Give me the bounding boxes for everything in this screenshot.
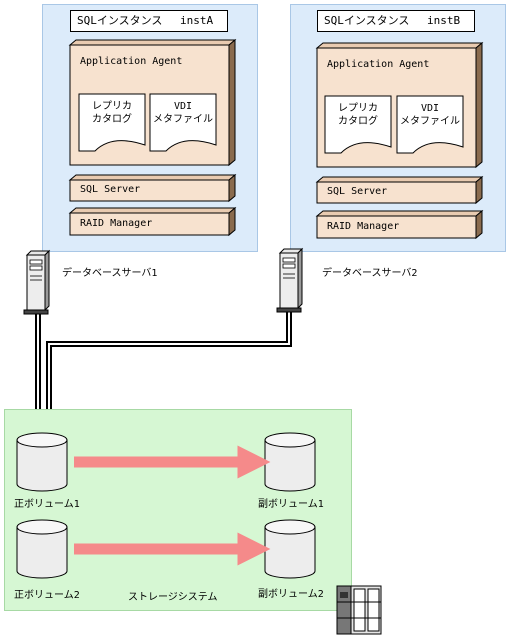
raid-manager-box-2 <box>315 209 484 240</box>
replica-catalog-doc-1 <box>78 93 146 152</box>
sql-server-label-1: SQL Server <box>80 184 141 195</box>
replica-catalog-label-1: レプリカ カタログ <box>79 100 145 126</box>
vdi-metafile-line-1: VDI <box>420 103 440 114</box>
raid-manager-label-2: RAID Manager <box>327 221 400 232</box>
sql-server-box-1 <box>68 173 237 203</box>
replica-catalog-label-2: レプリカ カタログ <box>325 102 391 128</box>
vdi-metafile-doc-1 <box>149 93 217 152</box>
secondary-volume-label-1: 副ボリューム1 <box>258 499 324 510</box>
instance-label-1: SQLインスタンス instA <box>70 10 228 32</box>
replica-catalog-line-1: レプリカ <box>92 101 132 112</box>
vdi-metafile-line-2: メタファイル <box>400 116 460 127</box>
storage-system-label: ストレージシステム <box>128 592 218 603</box>
sql-server-label-2: SQL Server <box>327 186 388 197</box>
cable-server-1 <box>35 314 41 409</box>
primary-volume-icon-1 <box>16 432 68 492</box>
raid-manager-label-1: RAID Manager <box>80 218 153 229</box>
cable-server-2 <box>46 312 292 409</box>
application-agent-label-1: Application Agent <box>80 56 183 67</box>
primary-volume-label-1: 正ボリューム1 <box>14 499 80 510</box>
secondary-volume-icon-2 <box>264 519 316 579</box>
replica-catalog-line-2: カタログ <box>92 114 132 125</box>
vdi-metafile-label-2: VDI メタファイル <box>397 102 463 128</box>
primary-volume-label-2: 正ボリューム2 <box>14 590 80 601</box>
server-tower-icon-1 <box>23 249 51 315</box>
secondary-volume-label-2: 副ボリューム2 <box>258 589 324 600</box>
application-agent-label-2: Application Agent <box>327 59 430 70</box>
replica-catalog-line-1: レプリカ <box>338 103 378 114</box>
server-tower-icon-2 <box>276 247 304 313</box>
replica-catalog-line-2: カタログ <box>338 116 378 127</box>
vdi-metafile-label-1: VDI メタファイル <box>150 100 216 126</box>
secondary-volume-icon-1 <box>264 432 316 492</box>
instance-label-2: SQLインスタンス instB <box>317 10 475 32</box>
vdi-metafile-doc-2 <box>396 95 464 154</box>
database-server-caption-2: データベースサーバ2 <box>322 268 418 279</box>
vdi-metafile-line-2: メタファイル <box>153 114 213 125</box>
database-server-caption-1: データベースサーバ1 <box>62 268 158 279</box>
replica-catalog-doc-2 <box>324 95 392 154</box>
primary-volume-icon-2 <box>16 519 68 579</box>
vdi-metafile-line-1: VDI <box>173 101 193 112</box>
raid-manager-box-1 <box>68 206 237 237</box>
sql-server-box-2 <box>315 175 484 205</box>
storage-rack-icon <box>336 585 382 635</box>
